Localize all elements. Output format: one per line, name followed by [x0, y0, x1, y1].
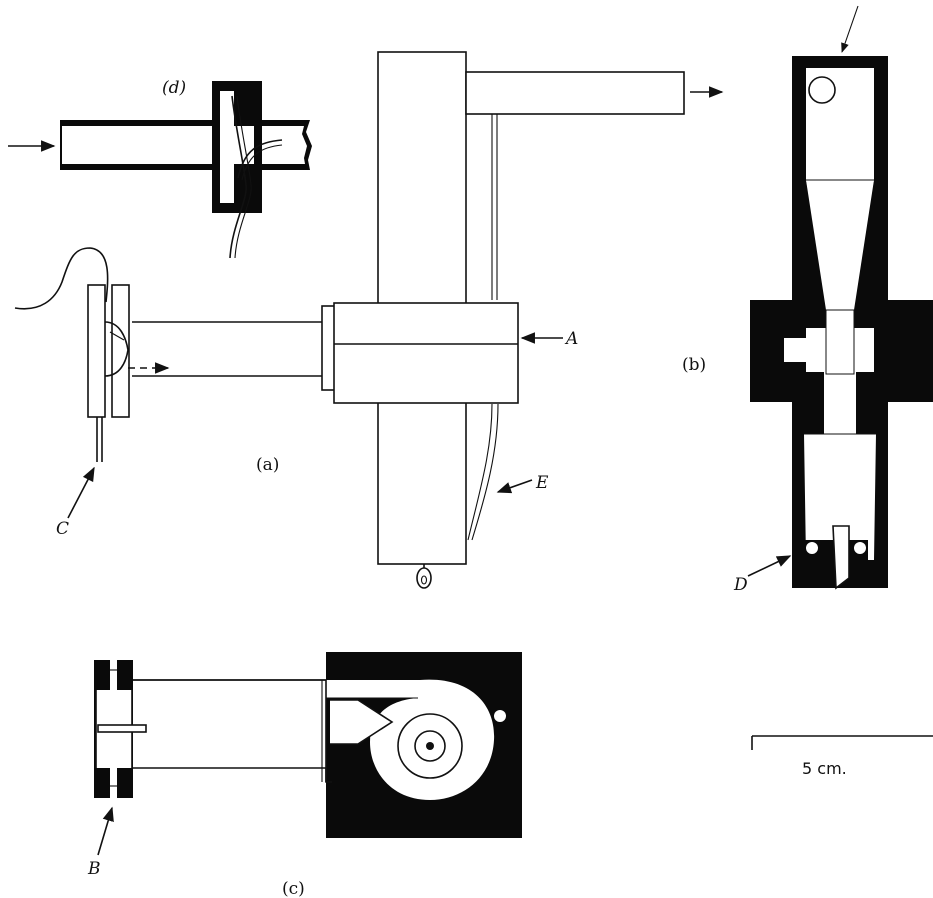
label-d: (d) — [162, 78, 186, 98]
scale-bar: 5 cm. — [751, 735, 933, 778]
collar-A — [333, 302, 519, 404]
label-A: A — [564, 329, 578, 349]
main-apparatus-a: A E C (a) — [14, 51, 724, 589]
inlet-flange-gap — [220, 91, 234, 203]
plan-view-c: B (c) — [87, 652, 522, 898]
label-C: C — [56, 519, 69, 539]
outlet-tube — [465, 71, 685, 115]
label-c: (c) — [282, 879, 305, 898]
label-E: E — [535, 473, 549, 493]
label-D: D — [733, 575, 748, 595]
left-flange-2 — [111, 284, 130, 418]
label-b: (b) — [682, 355, 706, 375]
cross-section-b: D (b) — [682, 5, 933, 595]
left-flange-1 — [87, 284, 106, 418]
drain-nozzle — [416, 567, 432, 589]
scale-label: 5 cm. — [802, 759, 847, 778]
label-a: (a) — [256, 455, 279, 475]
label-B: B — [87, 859, 101, 879]
inlet-tube-bore — [62, 126, 307, 164]
top-port — [808, 76, 836, 104]
inlet-detail-d: (d) — [8, 78, 312, 259]
